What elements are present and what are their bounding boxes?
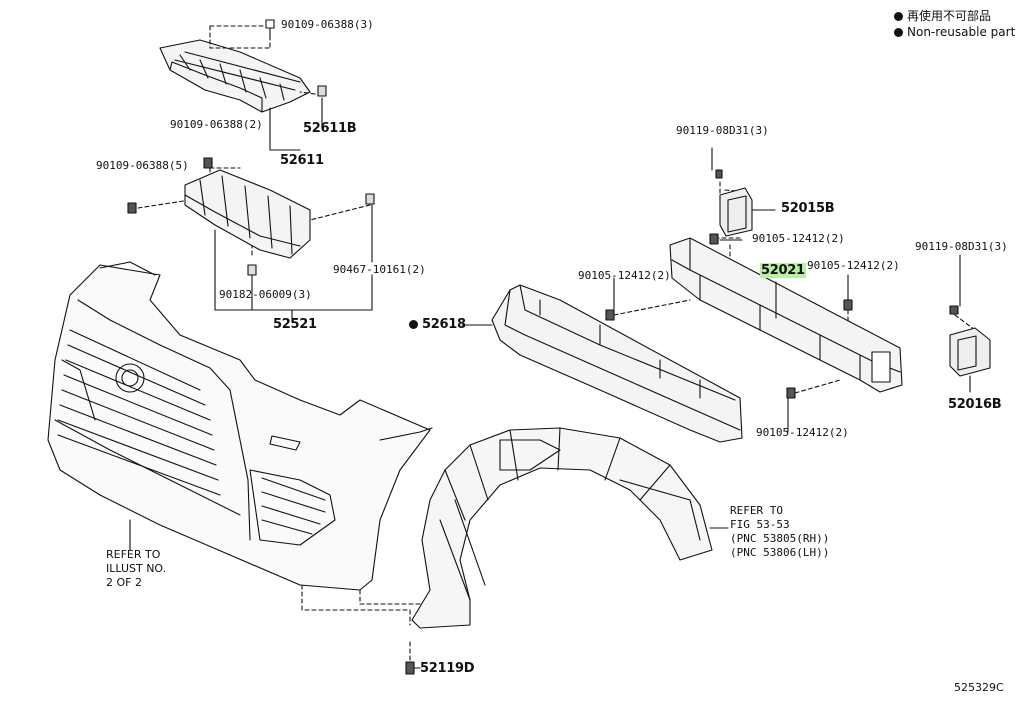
label-90109-06388-2[interactable]: 90109-06388(2) (170, 118, 263, 131)
legend: 再使用不可部品 Non-reusable part (894, 8, 1015, 40)
bracket-52016b (949, 305, 991, 393)
legend-text-en: Non-reusable part (907, 25, 1016, 39)
non-reusable-dot-icon (409, 320, 418, 329)
label-52015b[interactable]: 52015B (781, 201, 835, 216)
label-90105-12412-2-a[interactable]: 90105-12412(2) (752, 232, 845, 245)
label-52521[interactable]: 52521 (273, 317, 317, 332)
clip-52611b (317, 85, 327, 97)
absorber-52618 (461, 284, 743, 443)
label-90467-10161-2[interactable]: 90467-10161(2) (333, 263, 426, 276)
refer-right-line: FIG 53-53 (730, 518, 790, 531)
bracket-52015b (715, 169, 776, 237)
refer-left-line: ILLUST NO. (106, 562, 167, 575)
label-52618-text: 52618 (422, 317, 466, 332)
label-90109-06388-3[interactable]: 90109-06388(3) (281, 18, 374, 31)
figure-id: 525329C (954, 681, 1004, 694)
label-52119d[interactable]: 52119D (420, 661, 475, 676)
legend-row: 再使用不可部品 (894, 8, 1015, 24)
screws-lower (127, 157, 375, 323)
label-90105-12412-2-d[interactable]: 90105-12412(2) (756, 426, 849, 439)
fender-liner (411, 427, 729, 629)
screw-top (265, 19, 275, 37)
label-90109-06388-5[interactable]: 90109-06388(5) (96, 159, 189, 172)
label-90105-12412-2-c[interactable]: 90105-12412(2) (807, 259, 900, 272)
label-52021[interactable]: 52021 (760, 263, 806, 278)
lower-bracket-52521 (184, 169, 373, 311)
label-52611b[interactable]: 52611B (303, 121, 357, 136)
refer-right-note: REFER TO FIG 53-53 (PNC 53805(RH)) (PNC … (730, 504, 829, 560)
bumper-cover (47, 261, 433, 591)
label-90119-08d31-3[interactable]: 90119-08D31(3) (676, 124, 769, 137)
highlighted-part-number: 52021 (760, 263, 806, 278)
screw-52119d (405, 661, 421, 675)
label-52611[interactable]: 52611 (280, 153, 324, 168)
refer-right-line: (PNC 53805(RH)) (730, 532, 830, 545)
label-52016b[interactable]: 52016B (948, 397, 1002, 412)
leader-52611 (269, 107, 301, 151)
label-90105-12412-2-b[interactable]: 90105-12412(2) (578, 269, 671, 282)
refer-right-line: REFER TO (730, 504, 783, 517)
legend-row: Non-reusable part (894, 24, 1015, 40)
legend-text-jp: 再使用不可部品 (907, 9, 992, 23)
non-reusable-dot-icon (894, 12, 903, 21)
refer-left-line: 2 OF 2 (106, 576, 142, 589)
upper-bracket-52611 (159, 39, 311, 113)
bolts-reinforcement (605, 147, 961, 433)
refer-right-line: (PNC 53806(LH)) (730, 546, 830, 559)
refer-left-line: REFER TO (106, 548, 161, 561)
label-52618[interactable]: 52618 (409, 318, 466, 331)
non-reusable-dot-icon (894, 28, 903, 37)
refer-left-note: REFER TO ILLUST NO. 2 OF 2 (106, 548, 166, 590)
label-90182-06009-3[interactable]: 90182-06009(3) (219, 288, 312, 301)
label-90119-08d31-3-b[interactable]: 90119-08D31(3) (915, 240, 1008, 253)
